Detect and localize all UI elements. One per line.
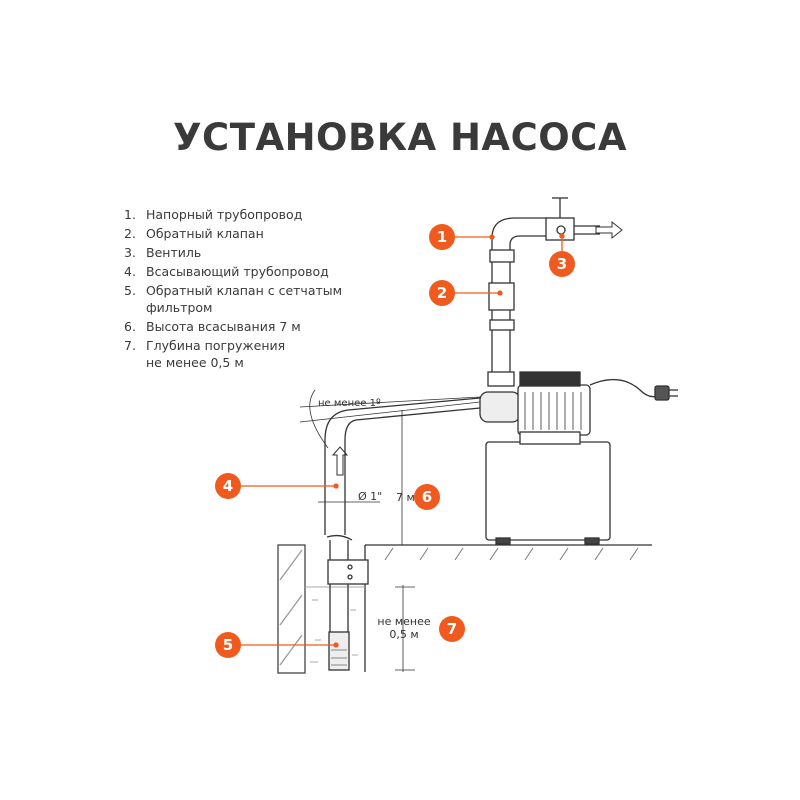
callout-badge-4: 4	[215, 473, 241, 499]
legend-text: Высота всасывания 7 м	[146, 319, 301, 334]
legend-num: 1.	[124, 207, 136, 222]
legend-text: Напорный трубопровод	[146, 207, 303, 222]
callout-lines	[241, 233, 565, 648]
callout-badge-2: 2	[429, 280, 455, 306]
dimension-lines	[299, 389, 481, 672]
callout-badge-6: 6	[414, 484, 440, 510]
angle-label: не менее 1º	[318, 398, 381, 409]
legend-item: 5. Обратный клапан с сетчатым фильтром	[124, 282, 376, 316]
legend-text: Глубина погружения не менее 0,5 м	[146, 338, 286, 370]
legend-num: 7.	[124, 338, 136, 353]
legend-text: Вентиль	[146, 245, 202, 260]
callout-badge-5: 5	[215, 632, 241, 658]
height-label: 7 м	[396, 491, 415, 504]
legend-text: Обратный клапан с сетчатым фильтром	[146, 283, 343, 315]
legend-list: 1. Напорный трубопровод 2. Обратный клапан…	[124, 206, 376, 373]
legend-num: 4.	[124, 264, 136, 279]
page-title: УСТАНОВКА НАСОСА	[173, 116, 627, 159]
legend-num: 5.	[124, 283, 136, 298]
depth-label-line2: 0,5 м	[389, 628, 419, 641]
pump-stand	[485, 441, 611, 541]
legend-item: 4. Всасывающий трубопровод	[124, 263, 376, 280]
callout-badge-1: 1	[429, 224, 455, 250]
legend-num: 6.	[124, 319, 136, 334]
legend-num: 2.	[124, 226, 136, 241]
depth-label: не менее 0,5 м	[374, 615, 434, 641]
callout-badge-7: 7	[439, 616, 465, 642]
diameter-label: Ø 1"	[358, 490, 383, 503]
legend-item: 2. Обратный клапан	[124, 225, 376, 242]
legend-item: 7. Глубина погружения не менее 0,5 м	[124, 337, 376, 371]
legend-text: Обратный клапан	[146, 226, 264, 241]
legend-item: 3. Вентиль	[124, 244, 376, 261]
discharge-pipe	[487, 197, 623, 387]
legend-num: 3.	[124, 245, 136, 260]
well-water	[305, 586, 365, 663]
depth-label-line1: не менее	[377, 615, 431, 628]
suction-pipe	[324, 397, 481, 671]
callout-badge-3: 3	[549, 251, 575, 277]
pump	[479, 371, 678, 445]
legend-text: Всасывающий трубопровод	[146, 264, 329, 279]
legend-item: 1. Напорный трубопровод	[124, 206, 376, 223]
legend-item: 6. Высота всасывания 7 м	[124, 318, 376, 335]
